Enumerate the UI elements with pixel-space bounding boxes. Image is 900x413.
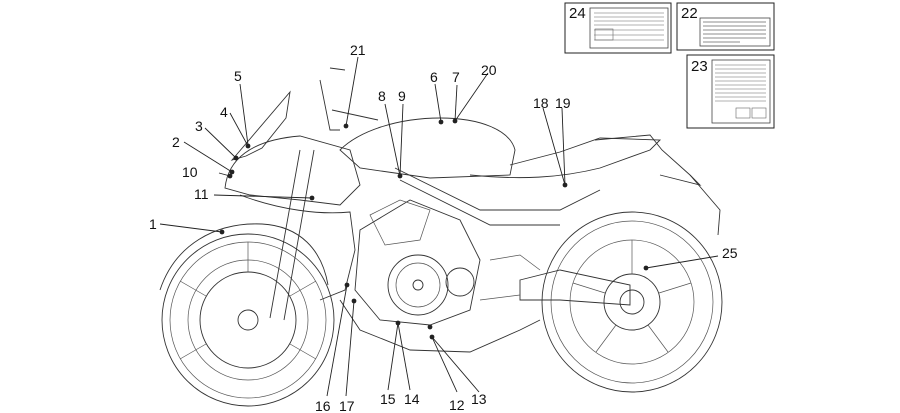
callout-4: 4 xyxy=(220,104,228,120)
callout-24: 24 xyxy=(569,5,586,22)
callout-21: 21 xyxy=(350,42,366,58)
callout-22: 22 xyxy=(681,5,698,22)
engine xyxy=(354,199,541,326)
front-wheel xyxy=(161,233,335,407)
callout-13: 13 xyxy=(471,391,487,407)
label-inset-22 xyxy=(676,2,775,51)
bodywork xyxy=(159,67,721,353)
callout-25: 25 xyxy=(722,245,738,261)
callout-20: 20 xyxy=(481,62,497,78)
callout-18: 18 xyxy=(533,95,549,111)
callout-16: 16 xyxy=(315,398,331,413)
callout-14: 14 xyxy=(404,391,420,407)
callout-1: 1 xyxy=(149,216,157,232)
callout-9: 9 xyxy=(398,88,406,104)
callout-17: 17 xyxy=(339,398,355,413)
callout-6: 6 xyxy=(430,69,438,85)
rear-wheel xyxy=(541,211,723,393)
callout-2: 2 xyxy=(172,134,180,150)
label-inset-23 xyxy=(686,54,775,129)
callout-5: 5 xyxy=(234,68,242,84)
callout-8: 8 xyxy=(378,88,386,104)
callout-3: 3 xyxy=(195,118,203,134)
callout-11: 11 xyxy=(194,186,209,202)
callout-numbers: 1 2 3 4 5 6 7 8 9 10 11 12 13 14 15 16 1… xyxy=(149,5,738,413)
callout-10: 10 xyxy=(182,164,198,180)
callout-23: 23 xyxy=(691,58,708,75)
callout-7: 7 xyxy=(452,69,460,85)
leader-lines xyxy=(159,56,719,397)
callout-19: 19 xyxy=(555,95,571,111)
callout-15: 15 xyxy=(380,391,396,407)
label-inset-24 xyxy=(564,2,672,54)
callout-12: 12 xyxy=(449,397,465,413)
